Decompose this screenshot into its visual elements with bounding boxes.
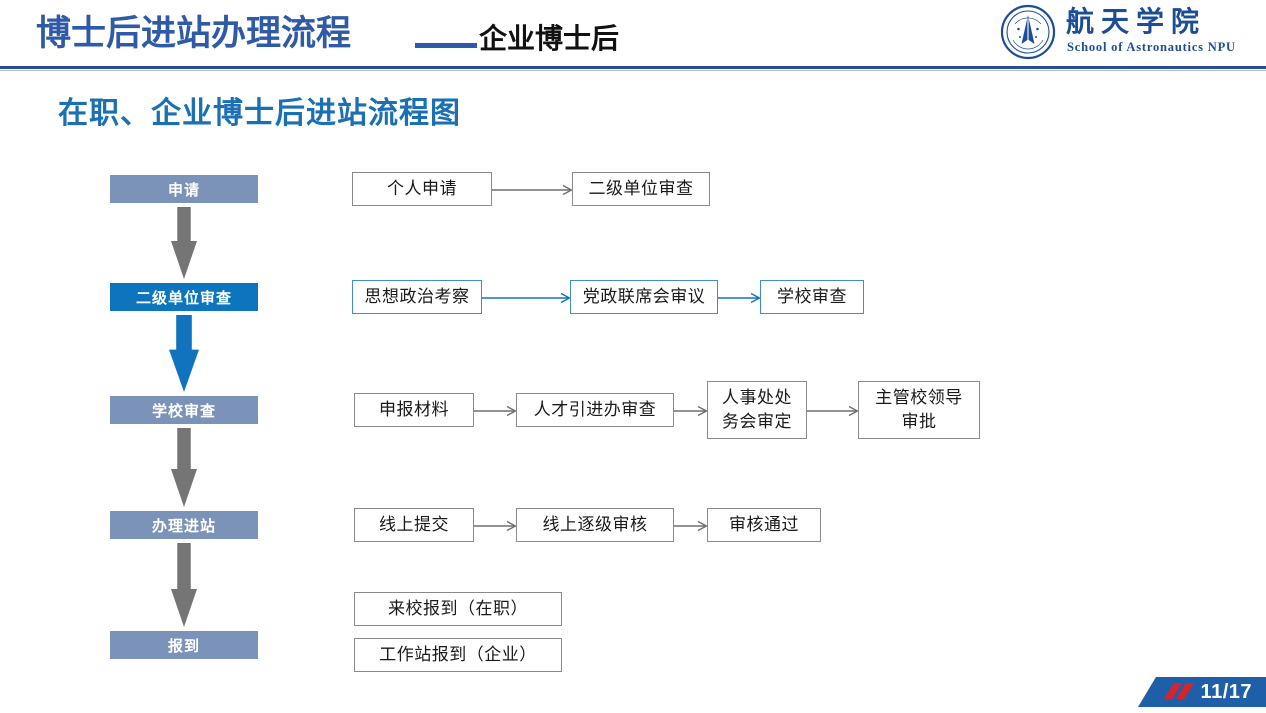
right-arrow-icon <box>492 184 573 196</box>
page-title: 博士后进站办理流程 <box>36 14 352 53</box>
flow-node-school-review-row-3: 人事处处务会审定 <box>707 381 807 439</box>
flow-node-report-row-2: 工作站报到（企业） <box>354 638 562 672</box>
flow-node-label: 思想政治考察 <box>364 287 470 306</box>
flow-node-label: 线上逐级审核 <box>542 515 648 534</box>
connector-arrow-department-review-row-2 <box>718 291 761 304</box>
flow-node-school-review-row-1: 申报材料 <box>354 393 474 427</box>
flow-node-school-review-row-4: 主管校领导审批 <box>858 381 980 439</box>
flow-node-entry-processing-row-3: 审核通过 <box>707 508 821 542</box>
logo-name-en: School of Astronautics NPU <box>1067 40 1236 54</box>
flow-node-label: 审核通过 <box>729 515 799 534</box>
stage-box-5: 报到 <box>110 631 258 659</box>
down-arrow-icon <box>171 428 197 507</box>
right-arrow-icon <box>718 292 761 304</box>
flow-node-application-row-2: 二级单位审查 <box>572 172 710 206</box>
stage-label: 学校审查 <box>151 402 216 420</box>
flow-node-label: 主管校领导审批 <box>875 388 963 431</box>
page-subtitle: 企业博士后 <box>479 23 620 54</box>
header-divider-thin <box>0 70 1266 71</box>
right-arrow-icon <box>474 520 517 532</box>
right-arrow-icon <box>674 405 708 417</box>
connector-arrow-school-review-row-1 <box>474 404 517 417</box>
stage-box-2: 二级单位审查 <box>110 283 258 311</box>
down-arrow-icon <box>171 543 197 627</box>
stage-arrow-4 <box>162 543 197 627</box>
right-arrow-icon <box>807 405 859 417</box>
page-badge-shape-icon <box>1138 677 1266 707</box>
slide-header: 博士后进站办理流程 企业博士后 航天学院 School of Astronaut… <box>0 0 1266 71</box>
down-arrow-icon <box>169 315 199 392</box>
stage-arrow-2 <box>162 315 199 392</box>
flow-node-label: 线上提交 <box>379 515 449 534</box>
page-number: 11/17 <box>1200 681 1252 703</box>
stage-box-1: 申请 <box>110 175 258 203</box>
stage-box-4: 办理进站 <box>110 511 258 539</box>
header-divider <box>0 66 1266 69</box>
flow-node-report-row-1: 来校报到（在职） <box>354 592 562 626</box>
connector-arrow-school-review-row-3 <box>807 404 859 417</box>
logo-name-cn: 航天学院 <box>1066 6 1207 37</box>
flow-node-label: 申报材料 <box>379 400 449 419</box>
stage-label: 申请 <box>167 181 200 199</box>
flow-node-label: 人才引进办审查 <box>533 400 657 419</box>
stage-label: 办理进站 <box>151 517 216 535</box>
flow-node-application-row-1: 个人申请 <box>352 172 492 206</box>
flow-node-label: 工作站报到（企业） <box>379 645 537 664</box>
stage-label: 二级单位审查 <box>135 289 232 307</box>
flow-node-department-review-row-1: 思想政治考察 <box>352 280 482 314</box>
stage-arrow-1 <box>162 207 197 279</box>
right-arrow-icon <box>482 292 571 304</box>
right-arrow-icon <box>674 520 708 532</box>
connector-arrow-application-row-1 <box>492 183 573 196</box>
school-logo: 航天学院 School of Astronautics NPU <box>1000 4 1262 62</box>
flow-node-label: 学校审查 <box>777 287 847 306</box>
title-dash-rule <box>415 43 477 48</box>
connector-arrow-department-review-row-1 <box>482 291 571 304</box>
flow-node-entry-processing-row-1: 线上提交 <box>354 508 474 542</box>
connector-arrow-entry-processing-row-2 <box>674 519 708 532</box>
flow-node-department-review-row-3: 学校审查 <box>760 280 864 314</box>
stage-arrow-3 <box>162 428 197 507</box>
right-arrow-icon <box>474 405 517 417</box>
section-title: 在职、企业博士后进站流程图 <box>58 97 461 130</box>
stage-label: 报到 <box>167 637 200 655</box>
connector-arrow-entry-processing-row-1 <box>474 519 517 532</box>
flow-node-label: 个人申请 <box>387 179 457 198</box>
flow-node-label: 二级单位审查 <box>588 179 694 198</box>
university-emblem-icon <box>1000 4 1056 60</box>
flow-node-label: 来校报到（在职） <box>388 599 528 618</box>
stage-box-3: 学校审查 <box>110 396 258 424</box>
page-number-badge: 11/17 <box>1138 677 1266 707</box>
down-arrow-icon <box>171 207 197 279</box>
flow-node-department-review-row-2: 党政联席会审议 <box>570 280 718 314</box>
flow-node-label: 党政联席会审议 <box>582 287 706 306</box>
connector-arrow-school-review-row-2 <box>674 404 708 417</box>
flow-node-label: 人事处处务会审定 <box>722 388 792 431</box>
flow-node-school-review-row-2: 人才引进办审查 <box>516 393 674 427</box>
flow-node-entry-processing-row-2: 线上逐级审核 <box>516 508 674 542</box>
